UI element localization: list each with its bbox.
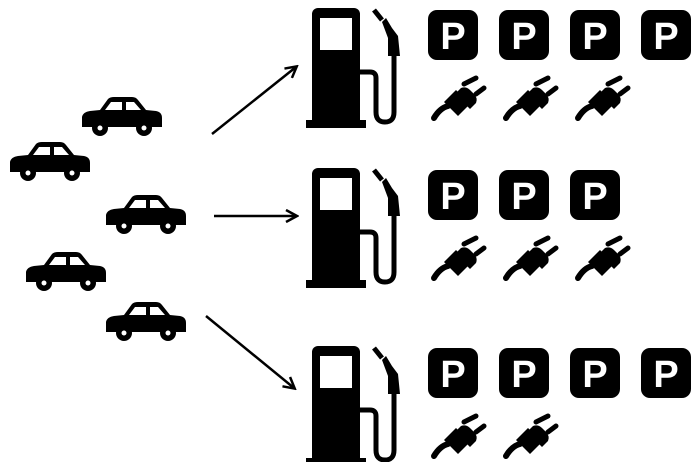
car-icon [10, 142, 90, 181]
svg-text:P: P [582, 354, 607, 396]
parking-icon: P [570, 10, 620, 60]
ev-plug-icon [434, 78, 484, 118]
svg-text:P: P [582, 176, 607, 218]
fuel-pump-icon [306, 168, 400, 288]
parking-icon: P [499, 10, 549, 60]
parking-icon: P [499, 348, 549, 398]
ev-plug-icon [578, 238, 628, 278]
svg-text:P: P [511, 354, 536, 396]
parking-icon: P [641, 348, 691, 398]
svg-text:P: P [653, 354, 678, 396]
car-icon [106, 195, 186, 234]
parking-icon: P [641, 10, 691, 60]
ev-plug-icon [506, 78, 556, 118]
parking-icon: P [570, 170, 620, 220]
ev-plug-icon [434, 416, 484, 456]
parking-icon: P [499, 170, 549, 220]
fuel-pump-icon [306, 8, 400, 128]
parking-icon: P [428, 170, 478, 220]
svg-text:P: P [511, 16, 536, 58]
svg-text:P: P [653, 16, 678, 58]
fuel-pump-icon [306, 346, 400, 462]
parking-icon: P [428, 348, 478, 398]
car-icon [82, 97, 162, 136]
ev-plug-icon [506, 238, 556, 278]
car-icon [106, 302, 186, 341]
svg-text:P: P [511, 176, 536, 218]
ev-plug-icon [578, 78, 628, 118]
ev-plug-icon [506, 416, 556, 456]
svg-text:P: P [440, 16, 465, 58]
svg-text:P: P [440, 176, 465, 218]
parking-icon: P [570, 348, 620, 398]
svg-text:P: P [582, 16, 607, 58]
arrow-icon [205, 315, 294, 388]
parking-icon: P [428, 10, 478, 60]
svg-text:P: P [440, 354, 465, 396]
car-icon [26, 252, 106, 291]
ev-plug-icon [434, 238, 484, 278]
arrow-icon [211, 67, 296, 135]
